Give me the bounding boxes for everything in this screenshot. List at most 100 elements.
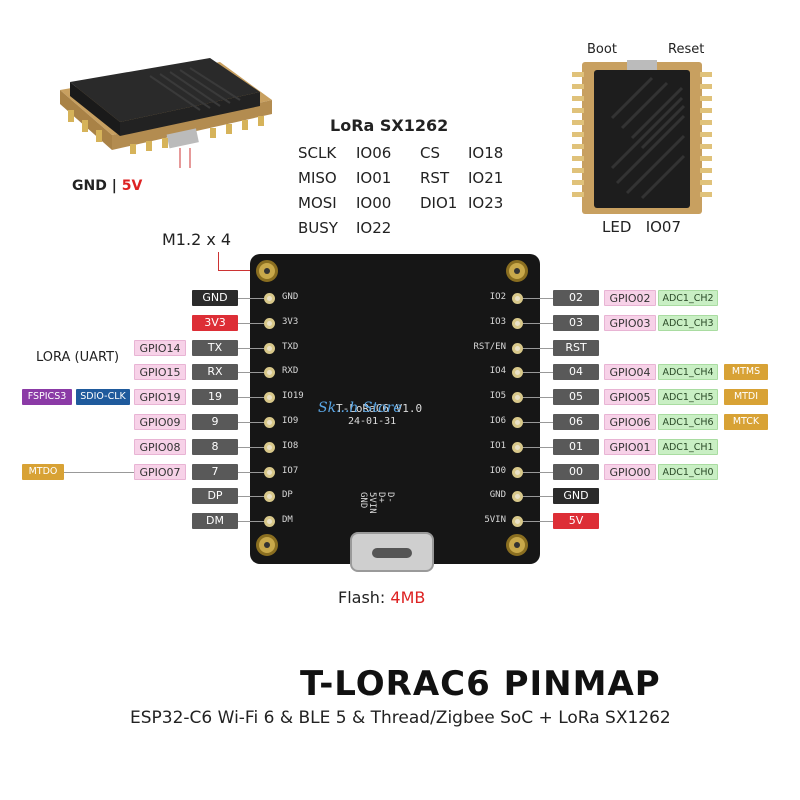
right-gpio-gpio02: GPIO02: [604, 290, 656, 306]
left-wire: [238, 347, 264, 349]
right-wire: [523, 496, 553, 498]
board-version: T-LoRaC6 V1.0: [336, 402, 423, 415]
left-silk-6: IO8: [282, 440, 299, 451]
right-gpio-gpio00: GPIO00: [604, 463, 656, 480]
left-pin-hole: [264, 417, 275, 428]
left-wire: [238, 496, 264, 498]
left-wire: [238, 471, 264, 473]
lora-cell-2-3: IO23: [468, 194, 504, 212]
left-pin-rx: RX: [192, 364, 238, 381]
left-pin-hole: [264, 392, 275, 404]
right-silk-5: IO6: [489, 416, 506, 426]
right-pin-05: 05: [553, 389, 599, 406]
right-pin-06: 06: [553, 414, 599, 430]
boot-label: Boot: [587, 42, 617, 57]
left-silk-2: TXD: [282, 341, 299, 352]
left-silk-9: DM: [282, 515, 293, 526]
main-board: [250, 254, 540, 564]
screw-label: M1.2 x 4: [162, 230, 232, 249]
lora-cell-3-0: BUSY: [298, 219, 338, 237]
left-extra-wire: [64, 471, 134, 473]
right-pin-rst: RST: [553, 339, 599, 356]
right-silk-8: GND: [489, 490, 506, 501]
right-silk-7: IO0: [489, 465, 506, 476]
lora-uart-label: LORA (UART): [36, 350, 120, 365]
lora-cell-0-0: SCLK: [298, 144, 337, 162]
right-silk-2: RST/EN: [473, 341, 506, 352]
right-adc-adc1_ch6: ADC1_CH6: [658, 414, 718, 430]
usb-c-connector[interactable]: [350, 532, 434, 572]
right-pin-hole: [512, 441, 523, 453]
module-right-image: [572, 60, 712, 214]
right-pin-hole: [512, 342, 523, 354]
left-pin-hole: [264, 293, 275, 304]
right-wire: [523, 521, 553, 523]
page-subtitle: ESP32-C6 Wi-Fi 6 & BLE 5 & Thread/Zigbee…: [130, 708, 671, 728]
left-pin-hole: [264, 466, 275, 478]
left-gpio-gpio15: GPIO15: [134, 364, 186, 381]
lora-cell-0-2: CS: [420, 144, 440, 162]
left-pin-hole: [264, 342, 275, 354]
left-pin-9: 9: [192, 414, 238, 430]
right-silk-1: IO3: [489, 316, 506, 327]
left-wire: [238, 372, 264, 374]
left-extra-sdio-clk: SDIO-CLK: [76, 389, 130, 406]
right-pin-5v: 5V: [553, 513, 599, 530]
left-pin-8: 8: [192, 438, 238, 455]
lora-cell-2-1: IO00: [356, 194, 392, 212]
right-silk-0: IO2: [489, 292, 506, 302]
right-gpio-gpio01: GPIO01: [604, 438, 656, 455]
right-wire: [523, 397, 553, 399]
flash-label: Flash: 4MB: [338, 588, 426, 607]
lora-cell-1-3: IO21: [468, 169, 504, 187]
left-pin-dp: DP: [192, 488, 238, 505]
left-silk-0: GND: [282, 292, 299, 302]
right-pin-03: 03: [553, 314, 599, 331]
right-pin-hole: [512, 293, 523, 304]
left-silk-8: DP: [282, 490, 293, 501]
right-gpio-gpio05: GPIO05: [604, 389, 656, 406]
right-wire: [523, 446, 553, 448]
left-silk-5: IO9: [282, 416, 299, 426]
right-gpio-gpio03: GPIO03: [604, 314, 656, 331]
left-pin-hole: [264, 516, 275, 528]
left-wire: [238, 397, 264, 399]
right-pin-hole: [512, 516, 523, 528]
right-adc-adc1_ch4: ADC1_CH4: [658, 364, 718, 381]
left-silk-3: RXD: [282, 366, 299, 377]
flash-value: 4MB: [390, 588, 426, 607]
board-date: 24-01-31: [348, 416, 397, 427]
right-pin-00: 00: [553, 463, 599, 480]
right-adc-adc1_ch5: ADC1_CH5: [658, 389, 718, 406]
screw-leader-h: [218, 270, 252, 271]
reset-label: Reset: [668, 42, 705, 57]
led-label: LED IO07: [602, 218, 682, 236]
right-pin-01: 01: [553, 438, 599, 455]
left-gpio-gpio14: GPIO14: [134, 339, 186, 356]
left-pin-gnd: GND: [192, 290, 238, 306]
lora-cell-3-1: IO22: [356, 219, 392, 237]
left-extra-fspics3: FSPICS3: [22, 389, 72, 406]
led-io: IO07: [645, 218, 682, 236]
left-pin-dm: DM: [192, 513, 238, 530]
screw-bottom-right: [506, 534, 528, 556]
right-wire: [523, 298, 553, 299]
left-gpio-gpio09: GPIO09: [134, 414, 186, 430]
left-pin-hole: [264, 441, 275, 453]
left-wire: [238, 422, 264, 423]
usb-silk-3: D-: [385, 492, 395, 503]
left-silk-4: IO19: [282, 391, 304, 402]
left-pin-3v3: 3V3: [192, 314, 238, 331]
right-pin-hole: [512, 417, 523, 428]
lora-cell-2-0: MOSI: [298, 194, 337, 212]
right-wire: [523, 471, 553, 473]
left-wire: [238, 521, 264, 523]
right-pin-hole: [512, 392, 523, 404]
left-gpio-gpio19: GPIO19: [134, 389, 186, 406]
module-left-image: [60, 58, 272, 168]
right-silk-6: IO1: [489, 440, 506, 451]
lora-cell-1-0: MISO: [298, 169, 337, 187]
right-silk-4: IO5: [489, 391, 506, 402]
right-adc-adc1_ch2: ADC1_CH2: [658, 290, 718, 306]
right-pin-02: 02: [553, 290, 599, 306]
